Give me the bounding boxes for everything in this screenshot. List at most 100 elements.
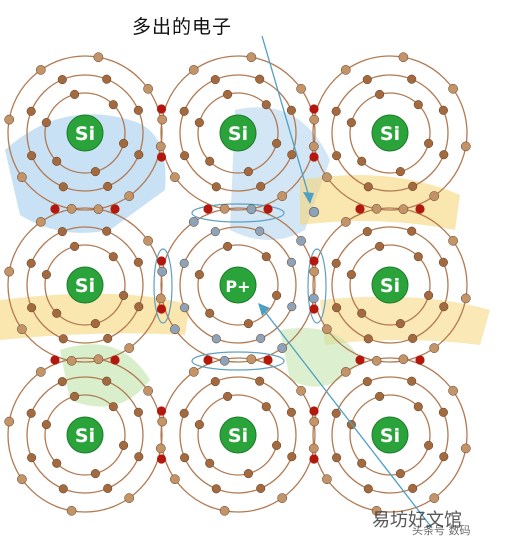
electron — [108, 252, 118, 262]
electron — [340, 65, 351, 75]
bond-ellipse-right — [307, 248, 327, 324]
electron — [413, 402, 423, 412]
electron — [143, 385, 153, 396]
electron — [346, 270, 356, 280]
electron — [223, 241, 233, 251]
electron — [194, 270, 204, 280]
bond-electron — [156, 152, 167, 162]
electron — [52, 458, 62, 468]
electron — [256, 483, 266, 493]
electron — [272, 290, 282, 300]
bond-electron — [156, 104, 167, 114]
electron — [448, 385, 458, 396]
watermark-sub: 头条号 数码 — [412, 524, 471, 537]
electron — [211, 334, 221, 344]
electron — [157, 266, 168, 277]
orbit-ring — [349, 394, 431, 476]
electron — [357, 156, 367, 166]
electron — [134, 302, 144, 312]
electron — [66, 505, 77, 516]
electron — [413, 100, 423, 110]
electron — [57, 227, 67, 237]
electron — [58, 334, 68, 344]
orbit-ring — [312, 207, 468, 363]
bond-electron — [156, 406, 167, 416]
electron — [103, 483, 113, 493]
electron — [70, 391, 80, 401]
electron — [155, 141, 166, 152]
callout-arrow-line — [261, 35, 311, 201]
electron — [27, 453, 37, 463]
nucleus-label-si: Si — [75, 425, 95, 447]
nucleus-label-si: Si — [380, 123, 400, 145]
electron — [179, 258, 189, 268]
electron — [26, 106, 36, 116]
orbit-ring — [160, 55, 316, 211]
electron — [448, 235, 458, 246]
electron — [408, 333, 418, 343]
bond-electron — [309, 152, 319, 162]
electron — [362, 377, 372, 387]
electron — [398, 204, 409, 215]
nucleus-label-si: Si — [75, 123, 95, 145]
electron — [4, 114, 15, 125]
electron — [133, 407, 143, 417]
bond-electron — [415, 204, 425, 214]
electron — [439, 452, 449, 462]
electron — [133, 257, 143, 267]
electron — [102, 74, 112, 84]
electron — [188, 367, 199, 377]
electron — [261, 402, 271, 412]
electron — [256, 333, 266, 343]
electron — [35, 65, 46, 75]
electron — [407, 226, 417, 236]
electron — [52, 156, 62, 166]
electron — [52, 308, 62, 318]
orbit-ring — [331, 74, 449, 192]
electron — [17, 172, 27, 183]
orbit-ring — [312, 357, 468, 513]
electron — [223, 391, 233, 401]
electron — [246, 354, 257, 365]
electron — [134, 150, 144, 160]
electron — [90, 167, 100, 177]
electron — [357, 308, 367, 318]
electron — [332, 151, 342, 161]
watermark-stroke-yellow — [300, 175, 460, 230]
electron — [331, 408, 341, 418]
orbit-ring — [349, 92, 431, 174]
nucleus — [371, 266, 409, 304]
electron — [102, 226, 112, 236]
electron — [205, 458, 215, 468]
electron — [322, 324, 332, 335]
electron — [188, 65, 199, 75]
electron — [26, 258, 36, 268]
electron — [255, 74, 265, 84]
electron — [90, 469, 100, 479]
orbit-ring — [179, 74, 297, 192]
bond-electron — [156, 256, 167, 266]
nucleus-label-si: Si — [380, 425, 400, 447]
electron — [287, 302, 297, 312]
electron — [331, 258, 341, 268]
electron — [371, 505, 382, 516]
nucleus-label-si: Si — [380, 275, 400, 297]
electron — [375, 89, 385, 99]
electron — [398, 354, 409, 365]
electron — [375, 241, 385, 251]
electron — [255, 376, 265, 386]
watermark-text: 易坊好文馆 — [372, 510, 462, 531]
electron — [322, 474, 332, 485]
electron — [119, 440, 129, 450]
electron — [180, 303, 190, 313]
electron — [157, 416, 168, 427]
electron — [4, 266, 15, 277]
electron — [363, 334, 373, 344]
electron — [180, 453, 190, 463]
electron — [277, 493, 288, 503]
orbit-ring — [331, 226, 449, 344]
bond-electron — [50, 204, 60, 214]
electron — [438, 105, 448, 115]
nucleus — [219, 266, 257, 304]
callout-arrow-head — [303, 192, 314, 204]
